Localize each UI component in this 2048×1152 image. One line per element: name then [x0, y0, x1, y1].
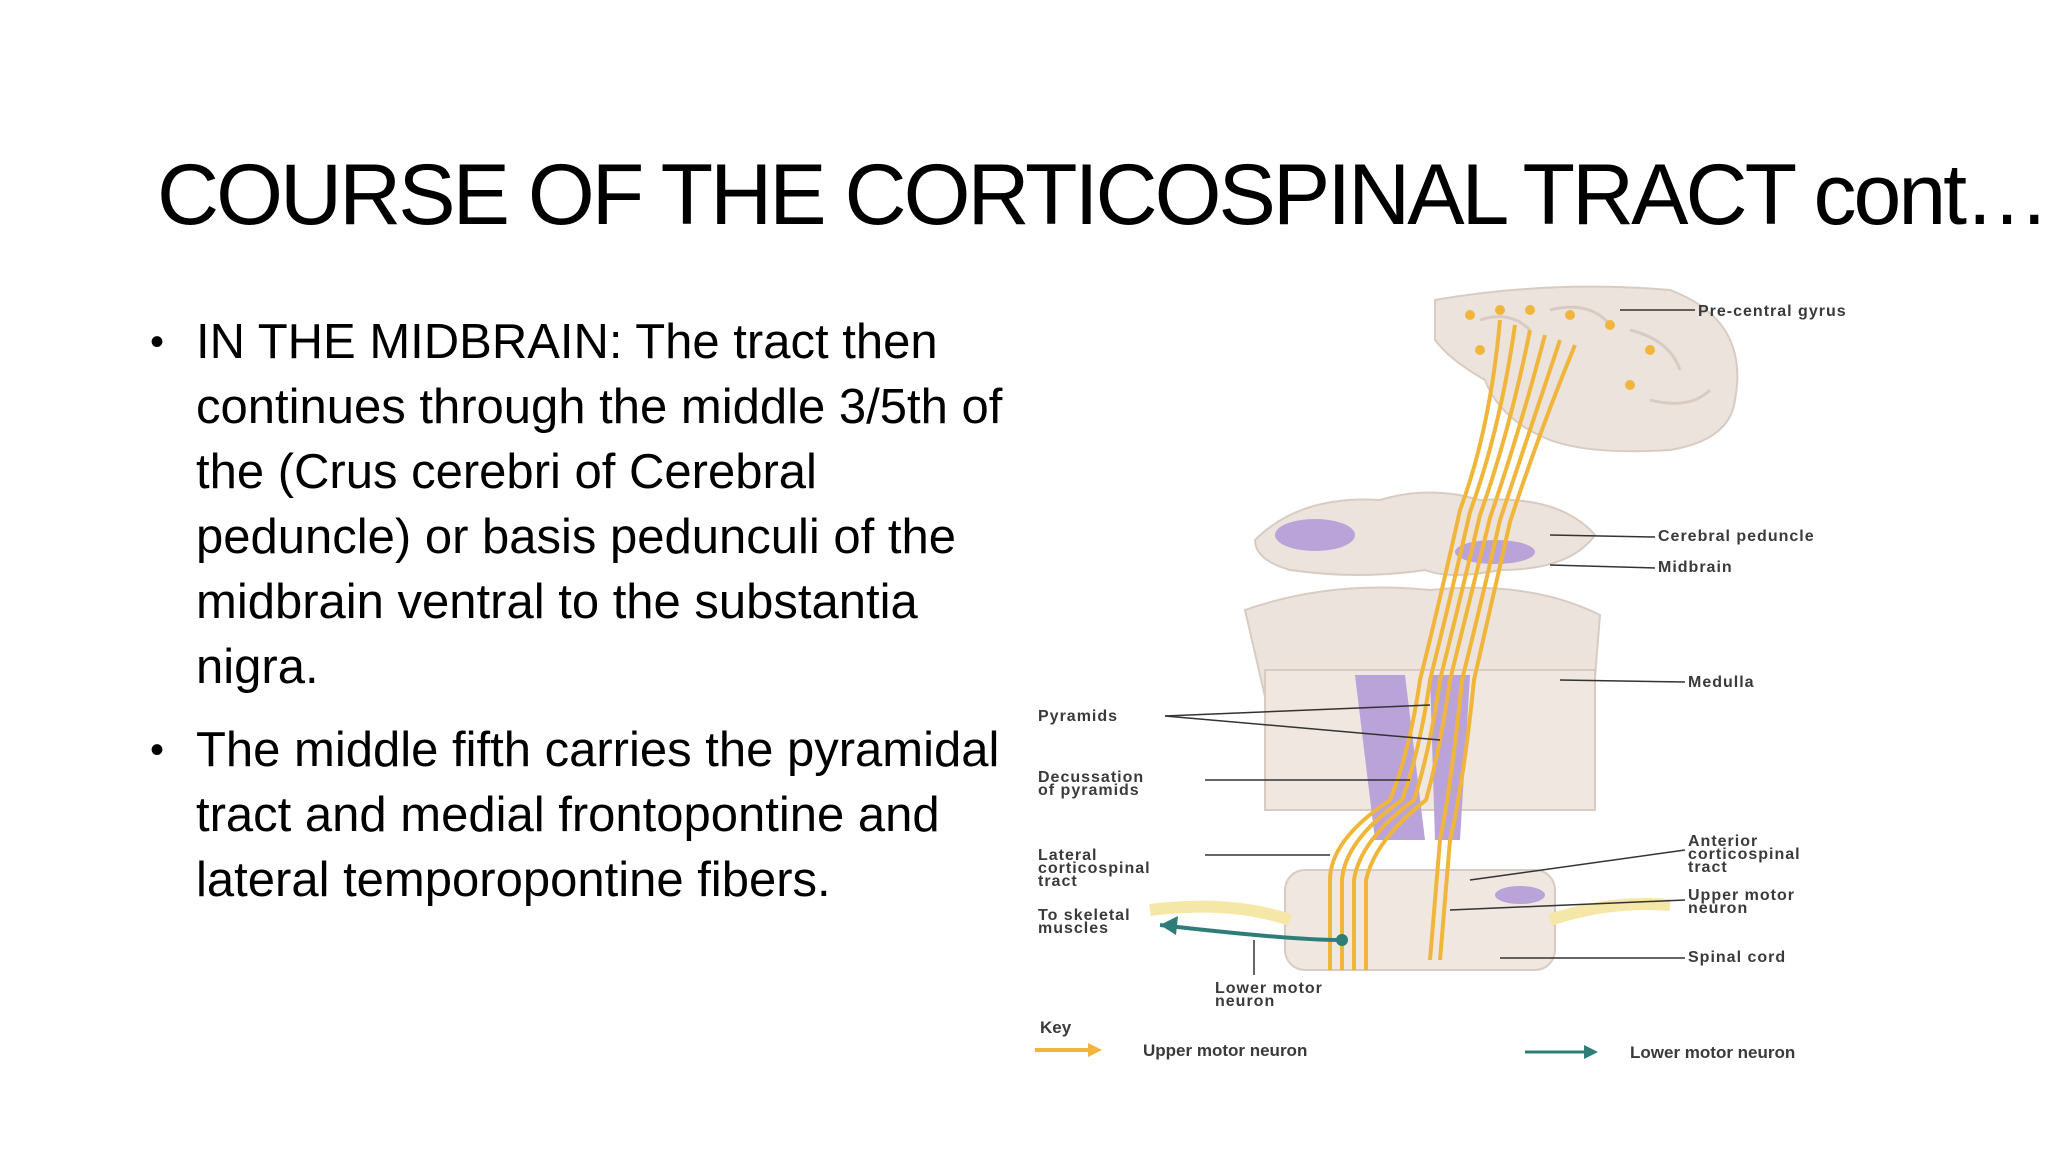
label-medulla: Medulla — [1688, 674, 1755, 691]
corticospinal-tract-diagram: Pre-central gyrus Cerebral peduncle Midb… — [1030, 280, 1920, 1080]
spinal-cord — [1284, 869, 1556, 971]
label-cerebral-peduncle: Cerebral peduncle — [1658, 528, 1815, 545]
upper-motor-neuron-fibers — [1328, 319, 1577, 970]
bullet-dot-icon: • — [150, 728, 165, 772]
lower-neuron-cell-body — [1336, 934, 1348, 946]
label-anterior-tract: corticospinal — [1688, 846, 1801, 863]
key-lower-arrow-icon — [1584, 1045, 1598, 1059]
label-lower-motor-neuron: neuron — [1215, 993, 1275, 1010]
label-skeletal-muscles: muscles — [1038, 920, 1109, 937]
bullet-text: The middle fifth carries the pyramidal t… — [196, 723, 1000, 907]
spinal-nerves — [1149, 898, 1671, 926]
label-anterior-tract: Anterior — [1688, 833, 1758, 850]
leader-lines — [1164, 309, 1695, 975]
bullet-item: • The middle fifth carries the pyramidal… — [150, 718, 1030, 913]
label-decussation: of pyramids — [1038, 782, 1140, 799]
lower-motor-neuron — [1159, 923, 1341, 942]
label-lateral-tract: tract — [1038, 873, 1078, 890]
lower-neuron-arrowhead — [1160, 916, 1178, 935]
bullet-text: IN THE MIDBRAIN: The tract then continue… — [196, 315, 1003, 694]
anterior-tract-section — [1495, 886, 1545, 904]
label-lateral-tract: corticospinal — [1038, 860, 1151, 877]
label-upper-motor-neuron: Upper motor — [1688, 887, 1795, 904]
peduncle-left — [1275, 519, 1355, 551]
label-precentral-gyrus: Pre-central gyrus — [1698, 303, 1847, 320]
bullet-dot-icon: • — [150, 320, 165, 364]
label-anterior-tract: tract — [1688, 859, 1728, 876]
label-pyramids: Pyramids — [1038, 708, 1118, 725]
key-upper-arrow-icon — [1088, 1043, 1102, 1057]
peduncle-right — [1455, 540, 1535, 564]
neuron-cell-bodies — [1465, 305, 1655, 390]
label-lower-motor-neuron: Lower motor — [1215, 980, 1323, 997]
label-lateral-tract: Lateral — [1038, 847, 1097, 864]
label-spinal-cord: Spinal cord — [1688, 949, 1786, 966]
bullet-item: • IN THE MIDBRAIN: The tract then contin… — [150, 310, 1030, 700]
diagram-svg: Pre-central gyrus Cerebral peduncle Midb… — [1035, 285, 1847, 1062]
slide-title: COURSE OF THE CORTICOSPINAL TRACT cont… — [157, 147, 2048, 243]
key-upper-label: Upper motor neuron — [1143, 1041, 1307, 1060]
pyramid-left — [1355, 675, 1425, 840]
gyrus-folds — [1479, 305, 1712, 405]
key-lower-label: Lower motor neuron — [1630, 1043, 1795, 1062]
bullet-list: • IN THE MIDBRAIN: The tract then contin… — [150, 310, 1030, 931]
label-decussation: Decussation — [1038, 769, 1144, 786]
label-midbrain: Midbrain — [1658, 559, 1733, 576]
brain-section — [1434, 285, 1739, 453]
key-title: Key — [1040, 1018, 1072, 1037]
label-skeletal-muscles: To skeletal — [1038, 907, 1131, 924]
label-upper-motor-neuron: neuron — [1688, 900, 1748, 917]
